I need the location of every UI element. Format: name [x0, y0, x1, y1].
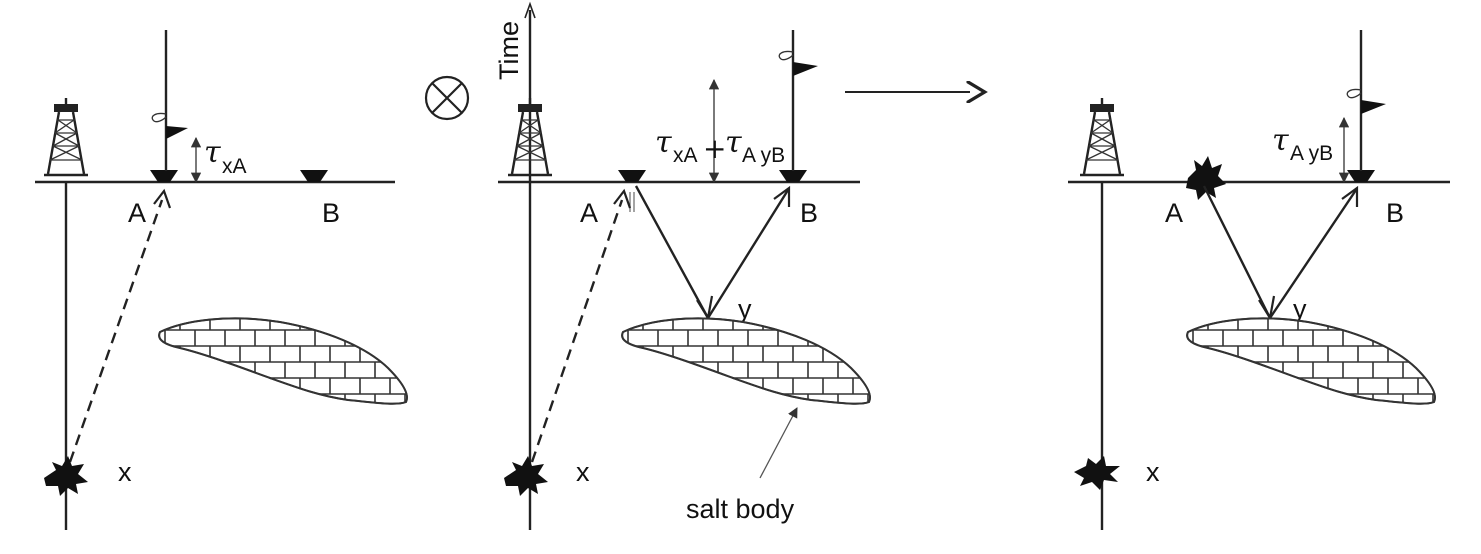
drilling-rig-icon	[44, 98, 88, 177]
tau-xa-symbol: τ	[204, 135, 221, 170]
ray-a-y	[1202, 185, 1272, 319]
seismic-trace-b	[778, 30, 818, 171]
receiver-a-icon	[618, 170, 646, 182]
label-b: B	[1386, 198, 1404, 228]
seismic-trace-a	[151, 30, 188, 171]
label-x: x	[576, 457, 590, 487]
direct-ray-x-a	[530, 199, 624, 463]
source-x-icon	[44, 456, 88, 496]
label-a: A	[580, 198, 598, 228]
label-x: x	[1146, 457, 1160, 487]
time-axis-label: Time	[494, 21, 524, 80]
label-a: A	[128, 198, 146, 228]
receiver-a-icon	[150, 170, 178, 182]
drilling-rig-icon	[1080, 98, 1124, 177]
receiver-b-icon	[300, 170, 328, 182]
source-x-icon	[1074, 456, 1120, 490]
ray-y-b	[1269, 189, 1357, 319]
label-y: y	[738, 294, 752, 324]
receiver-b-icon	[779, 170, 807, 182]
seismic-trace-b	[1346, 30, 1386, 171]
label-b: B	[322, 198, 340, 228]
ray-a-y	[634, 185, 710, 319]
drilling-rig-icon	[508, 98, 552, 177]
panel-1: τ xA A B x	[35, 30, 408, 530]
tau-ayb-symbol: τ	[1272, 123, 1289, 158]
source-x-icon	[504, 456, 548, 496]
tau-xa-subscript: xA	[673, 144, 698, 167]
ray-y-b	[706, 189, 790, 319]
tau-ayb-symbol: τ	[725, 125, 742, 160]
virtual-source-a-icon	[1186, 156, 1226, 200]
panel-2: Time τ xA + τ A	[494, 1, 871, 530]
cross-correlation-symbol	[424, 75, 470, 121]
tau-xa-symbol: τ	[655, 125, 672, 160]
receiver-b-icon	[1347, 170, 1375, 182]
salt-body-3	[1186, 317, 1436, 405]
salt-body-2	[621, 317, 871, 405]
label-y: y	[1293, 294, 1307, 324]
salt-body-pointer	[759, 407, 798, 479]
label-x: x	[118, 457, 132, 487]
panel-3: τ A yB A B y x	[1068, 30, 1450, 530]
label-b: B	[800, 198, 818, 228]
tau-ayb-subscript: A yB	[1290, 142, 1333, 165]
plus-sign: +	[703, 132, 726, 165]
label-a: A	[1165, 198, 1183, 228]
tau-xa-subscript: xA	[222, 155, 247, 178]
salt-body-1	[158, 317, 408, 405]
salt-body-label: salt body	[686, 494, 795, 524]
direct-ray-x-a	[68, 199, 164, 463]
tau-ayb-subscript: A yB	[742, 144, 785, 167]
